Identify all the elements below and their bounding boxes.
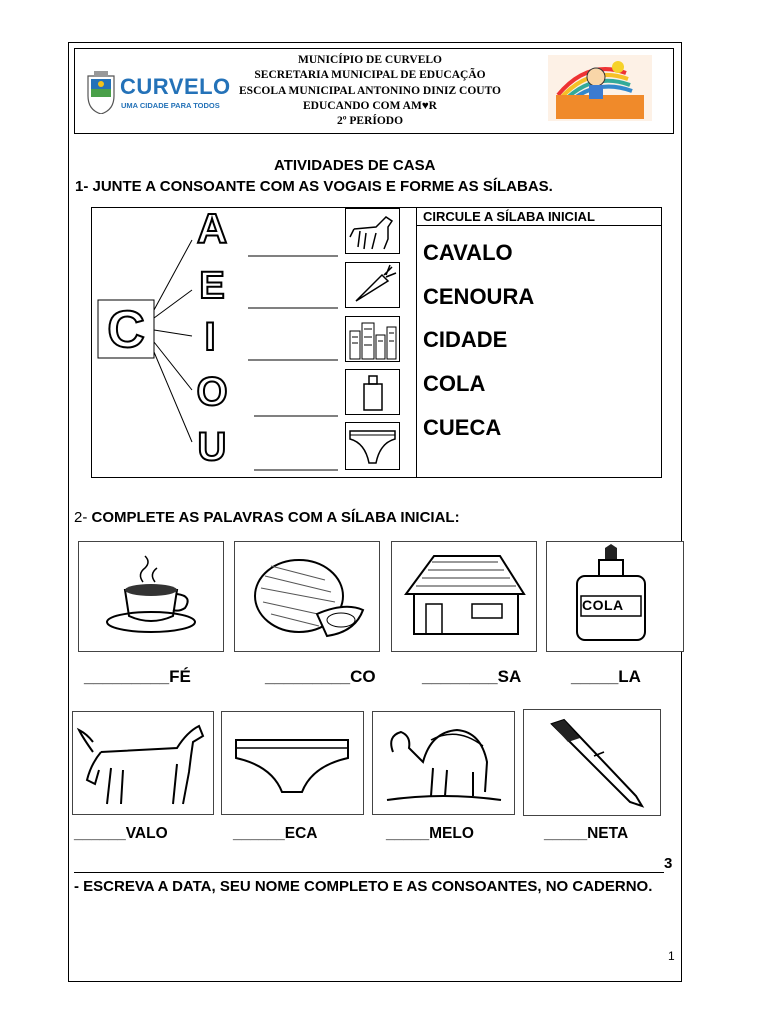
- word-ending: ECA: [284, 825, 318, 842]
- horse-picture: [72, 711, 214, 815]
- word-cola: COLA: [423, 371, 486, 396]
- underwear-image: [345, 422, 400, 470]
- exercise-1-instruction: 1- JUNTE A CONSOANTE COM AS VOGAIS E FOR…: [75, 178, 553, 195]
- page-border: [68, 42, 682, 982]
- fill-cavalo: ______VALO: [74, 825, 168, 843]
- word-cidade: CIDADE: [423, 327, 508, 352]
- pen-picture: [523, 709, 661, 816]
- vowel-connection-diagram: [97, 239, 338, 471]
- word-cavalo: CAVALO: [423, 240, 513, 265]
- word-ending: CO: [350, 667, 376, 686]
- word-cueca: CUECA: [423, 415, 502, 440]
- header-school: ESCOLA MUNICIPAL ANTONINO DINIZ COUTO: [239, 85, 501, 97]
- exercise-3-number: 3: [664, 855, 673, 872]
- word-ending: FÉ: [169, 667, 191, 686]
- header-period: 2º PERÍODO: [336, 115, 404, 127]
- word-cenoura: CENOURA: [423, 284, 535, 309]
- fill-camelo: _____MELO: [386, 825, 474, 843]
- blank[interactable]: _________: [265, 667, 351, 686]
- fill-cafe: _________FÉ: [84, 667, 191, 687]
- curvelo-logo: [86, 70, 218, 115]
- circle-initial-syllable-header: CIRCULE A SÍLABA INICIAL: [416, 207, 662, 226]
- camel-picture: [372, 711, 515, 815]
- vowel-i: I: [203, 314, 216, 360]
- fill-cola: _____LA: [571, 667, 641, 687]
- writing-line: [74, 872, 664, 873]
- blank[interactable]: _____: [571, 667, 619, 686]
- word-ending: MELO: [429, 825, 474, 842]
- exercise-2-number: 2-: [74, 509, 88, 526]
- glue-bottle-picture: [546, 541, 684, 652]
- blank[interactable]: _____: [544, 825, 588, 842]
- logo-subtitle: UMA CIDADE PARA TODOS: [121, 101, 220, 110]
- blank[interactable]: _________: [84, 667, 170, 686]
- carrot-image: [345, 262, 400, 308]
- coconut-picture: [234, 541, 380, 652]
- blank[interactable]: ______: [233, 825, 285, 842]
- word-ending: NETA: [587, 825, 629, 842]
- word-ending: SA: [497, 667, 522, 686]
- blank[interactable]: ________: [422, 667, 498, 686]
- child-rainbow-illustration: [548, 55, 652, 121]
- vowel-o: O: [195, 369, 228, 415]
- glue-image: [345, 369, 400, 415]
- horse-image: [345, 208, 400, 254]
- header-municipality: MUNICÍPIO DE CURVELO: [298, 54, 442, 66]
- header-box: [74, 48, 674, 134]
- house-picture: [391, 541, 537, 652]
- glue-label: COLA: [582, 597, 624, 613]
- exercise-2-text: COMPLETE AS PALAVRAS COM A SÍLABA INICIA…: [91, 509, 460, 526]
- activities-title: ATIVIDADES DE CASA: [274, 157, 436, 174]
- fill-cueca: ______ECA: [233, 825, 317, 843]
- consonant-letter: C: [106, 300, 146, 360]
- vowel-e: E: [198, 264, 225, 308]
- header-motto: EDUCANDO COM AM♥R: [303, 100, 437, 112]
- page-number: 1: [668, 949, 675, 963]
- word-ending: LA: [618, 667, 641, 686]
- underwear-picture: [221, 711, 364, 815]
- word-ending: VALO: [125, 825, 168, 842]
- logo-text: CURVELO: [120, 74, 231, 99]
- exercise-2-instruction: 2- COMPLETE AS PALAVRAS COM A SÍLABA INI…: [74, 509, 460, 526]
- exercise-1-box: [91, 207, 662, 478]
- blank[interactable]: ______: [74, 825, 126, 842]
- vowel-a: A: [196, 204, 228, 253]
- coffee-cup-picture: [78, 541, 224, 652]
- exercise-3-instruction: - ESCREVA A DATA, SEU NOME COMPLETO E AS…: [74, 878, 653, 895]
- blank[interactable]: _____: [386, 825, 430, 842]
- exercise-1-divider: [416, 207, 417, 478]
- vowel-u: U: [197, 424, 228, 470]
- fill-casa: ________SA: [422, 667, 521, 687]
- header-secretariat: SECRETARIA MUNICIPAL DE EDUCAÇÃO: [254, 69, 486, 81]
- fill-coco: _________CO: [265, 667, 376, 687]
- fill-caneta: _____NETA: [544, 825, 628, 843]
- city-image: [345, 316, 400, 362]
